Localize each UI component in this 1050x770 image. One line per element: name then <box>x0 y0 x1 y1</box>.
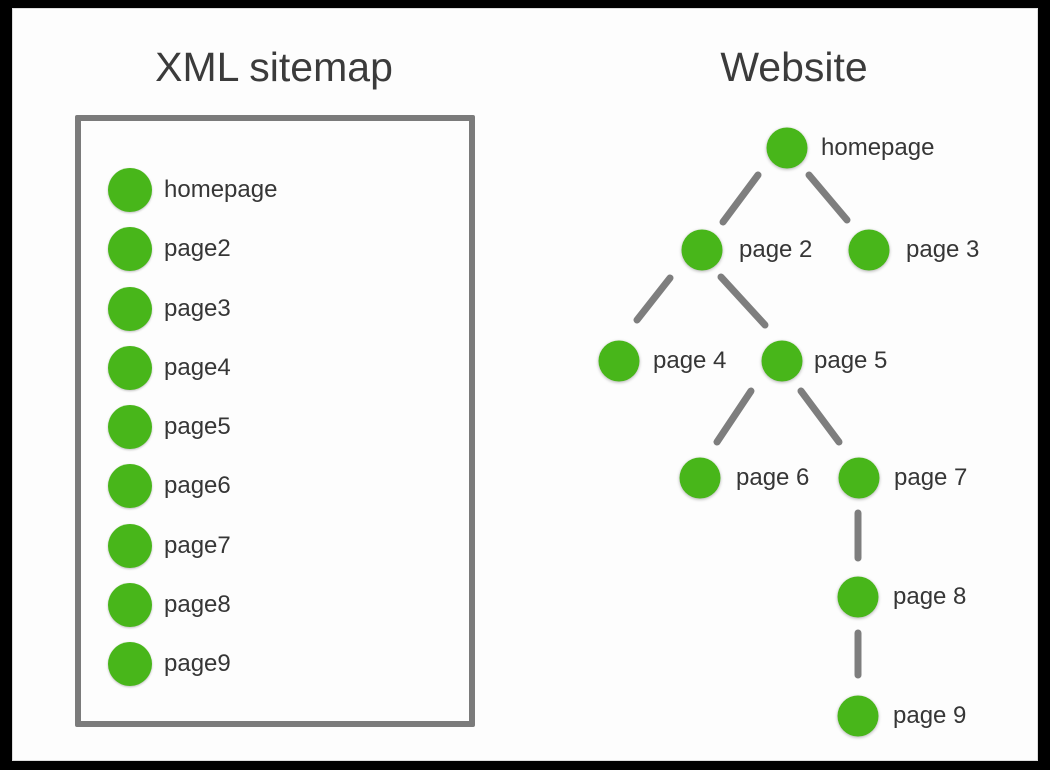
tree-node-page9 <box>837 695 879 737</box>
sitemap-item-label: page8 <box>164 591 231 619</box>
tree-node-page4 <box>598 340 640 382</box>
sitemap-item-label: page6 <box>164 472 231 500</box>
edge-homepage-page3 <box>805 171 851 224</box>
tree-node-label-page6: page 6 <box>736 464 810 491</box>
tree-node-label-page3: page 3 <box>906 236 980 263</box>
page-dot-icon <box>108 405 152 450</box>
edge-homepage-page2 <box>719 171 762 226</box>
page-dot-icon <box>108 345 152 390</box>
sitemap-item: page2 <box>108 227 469 272</box>
sitemap-item-label: page2 <box>164 235 231 263</box>
page-dot-icon <box>108 227 152 272</box>
sitemap-item: page8 <box>108 583 469 628</box>
tree-node-page3 <box>848 229 890 271</box>
slide: XML sitemap Website homepage page2 page3… <box>12 8 1038 761</box>
tree-node-label-page8: page 8 <box>893 583 967 610</box>
sitemap-item: page9 <box>108 642 469 687</box>
tree-node-label-page7: page 7 <box>894 464 968 491</box>
tree-node-page5 <box>761 340 803 382</box>
website-title: Website <box>720 44 868 90</box>
tree-node-page2 <box>681 229 723 271</box>
sitemap-title: XML sitemap <box>155 44 393 90</box>
sitemap-item-label: homepage <box>164 176 278 203</box>
sitemap-item-label: page5 <box>164 413 231 441</box>
sitemap-item: page4 <box>108 345 469 390</box>
tree-node-label-homepage: homepage <box>821 134 935 161</box>
edge-page2-page5 <box>717 273 769 329</box>
sitemap-list: homepage page2 page3 page4 page5 page6 <box>81 121 469 687</box>
sitemap-item-label: page3 <box>164 294 231 322</box>
page-dot-icon <box>108 583 152 628</box>
sitemap-item: page6 <box>108 464 469 509</box>
sitemap-item: page3 <box>108 286 469 331</box>
tree-node-label-page5: page 5 <box>814 347 888 374</box>
edge-page5-page6 <box>713 387 755 446</box>
tree-node-label-page2: page 2 <box>739 236 813 263</box>
tree-node-page7 <box>838 457 880 499</box>
sitemap-box: homepage page2 page3 page4 page5 page6 <box>75 115 475 727</box>
edge-page2-page4 <box>633 274 674 324</box>
sitemap-item-label: page9 <box>164 650 231 678</box>
tree-edges <box>633 171 862 679</box>
tree-node-page8 <box>837 576 879 618</box>
tree-node-label-page4: page 4 <box>653 347 727 374</box>
tree-node-label-page9: page 9 <box>893 702 967 729</box>
sitemap-item: page7 <box>108 523 469 568</box>
page-dot-icon <box>108 168 152 212</box>
edge-page5-page7 <box>797 387 843 446</box>
page-dot-icon <box>108 642 152 687</box>
tree-node-homepage <box>766 127 808 169</box>
page-dot-icon <box>108 523 152 568</box>
sitemap-item: page5 <box>108 405 469 450</box>
page-dot-icon <box>108 464 152 509</box>
page-dot-icon <box>108 286 152 331</box>
sitemap-item-label: page4 <box>164 353 231 381</box>
sitemap-item: homepage <box>108 168 469 212</box>
sitemap-item-label: page7 <box>164 531 231 559</box>
tree-node-page6 <box>679 457 721 499</box>
